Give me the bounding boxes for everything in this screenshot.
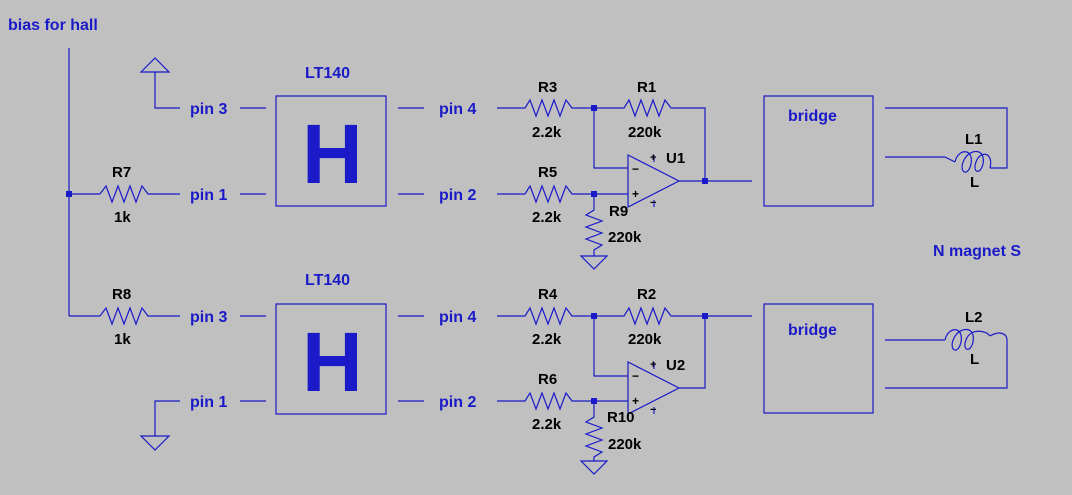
hall-sensor-2-symbol: H bbox=[302, 315, 363, 409]
r9-value: 220k bbox=[608, 229, 642, 246]
l2-value: L bbox=[970, 351, 979, 368]
r6-value: 2.2k bbox=[532, 416, 562, 433]
r5-value: 2.2k bbox=[532, 209, 562, 226]
u2-supply-minus: − bbox=[650, 404, 656, 416]
r4-ref: R4 bbox=[538, 286, 558, 303]
r8-value: 1k bbox=[114, 331, 131, 348]
magnet-annotation: N magnet S bbox=[933, 243, 1021, 260]
r9-ref: R9 bbox=[609, 203, 628, 220]
sensor2-name: LT140 bbox=[305, 272, 350, 289]
r7-value: 1k bbox=[114, 209, 131, 226]
u2-minus-sign: − bbox=[632, 369, 639, 383]
bridge-1 bbox=[763, 95, 874, 207]
r4-value: 2.2k bbox=[532, 331, 562, 348]
u1-supply-minus: − bbox=[650, 197, 656, 209]
bridge-2 bbox=[763, 303, 874, 414]
r1-value: 220k bbox=[628, 124, 662, 141]
r7-ref: R7 bbox=[112, 164, 131, 181]
r1-ref: R1 bbox=[637, 79, 656, 96]
sensor2-pin2: pin 2 bbox=[439, 394, 476, 411]
power-flag-icon bbox=[139, 57, 180, 109]
sensor1-pin4: pin 4 bbox=[439, 101, 476, 118]
r3-value: 2.2k bbox=[532, 124, 562, 141]
r3-ref: R3 bbox=[538, 79, 557, 96]
resistor-r8 bbox=[99, 306, 180, 326]
u2-ref: U2 bbox=[666, 357, 685, 374]
inductor-l2 bbox=[885, 328, 1008, 389]
sensor1-pin3: pin 3 bbox=[190, 101, 227, 118]
inductor-l1 bbox=[885, 107, 1008, 173]
u2-supply-plus: + bbox=[650, 359, 656, 371]
r2-ref: R2 bbox=[637, 286, 656, 303]
sensor1-name: LT140 bbox=[305, 65, 350, 82]
bridge-2-label: bridge bbox=[788, 322, 837, 339]
l2-ref: L2 bbox=[965, 309, 983, 326]
r8-ref: R8 bbox=[112, 286, 131, 303]
sensor2-pin1: pin 1 bbox=[190, 394, 227, 411]
hall-sensor-2 bbox=[275, 303, 387, 415]
title-label: bias for hall bbox=[8, 17, 98, 34]
bias-rail bbox=[66, 48, 100, 317]
hall-sensor-1 bbox=[275, 95, 387, 207]
r10-ref: R10 bbox=[607, 409, 635, 426]
sensor2-pin4: pin 4 bbox=[439, 309, 476, 326]
u1-ref: U1 bbox=[666, 150, 685, 167]
resistor-r7 bbox=[99, 184, 180, 204]
l1-ref: L1 bbox=[965, 131, 983, 148]
r10-value: 220k bbox=[608, 436, 642, 453]
u1-supply-plus: + bbox=[650, 152, 656, 164]
hall-sensor-1-symbol: H bbox=[302, 107, 363, 201]
u1-minus-sign: − bbox=[632, 162, 639, 176]
l1-value: L bbox=[970, 174, 979, 191]
bridge-1-label: bridge bbox=[788, 108, 837, 125]
r5-ref: R5 bbox=[538, 164, 557, 181]
r2-value: 220k bbox=[628, 331, 662, 348]
ground-icon bbox=[139, 400, 180, 451]
sensor2-pin3: pin 3 bbox=[190, 309, 227, 326]
sensor1-pin2: pin 2 bbox=[439, 187, 476, 204]
u2-plus-sign: + bbox=[632, 394, 639, 408]
amplifier-1-wiring bbox=[497, 98, 752, 270]
u1-plus-sign: + bbox=[632, 187, 639, 201]
sensor1-pin1: pin 1 bbox=[190, 187, 227, 204]
r6-ref: R6 bbox=[538, 371, 557, 388]
amplifier-2-wiring bbox=[497, 306, 752, 475]
